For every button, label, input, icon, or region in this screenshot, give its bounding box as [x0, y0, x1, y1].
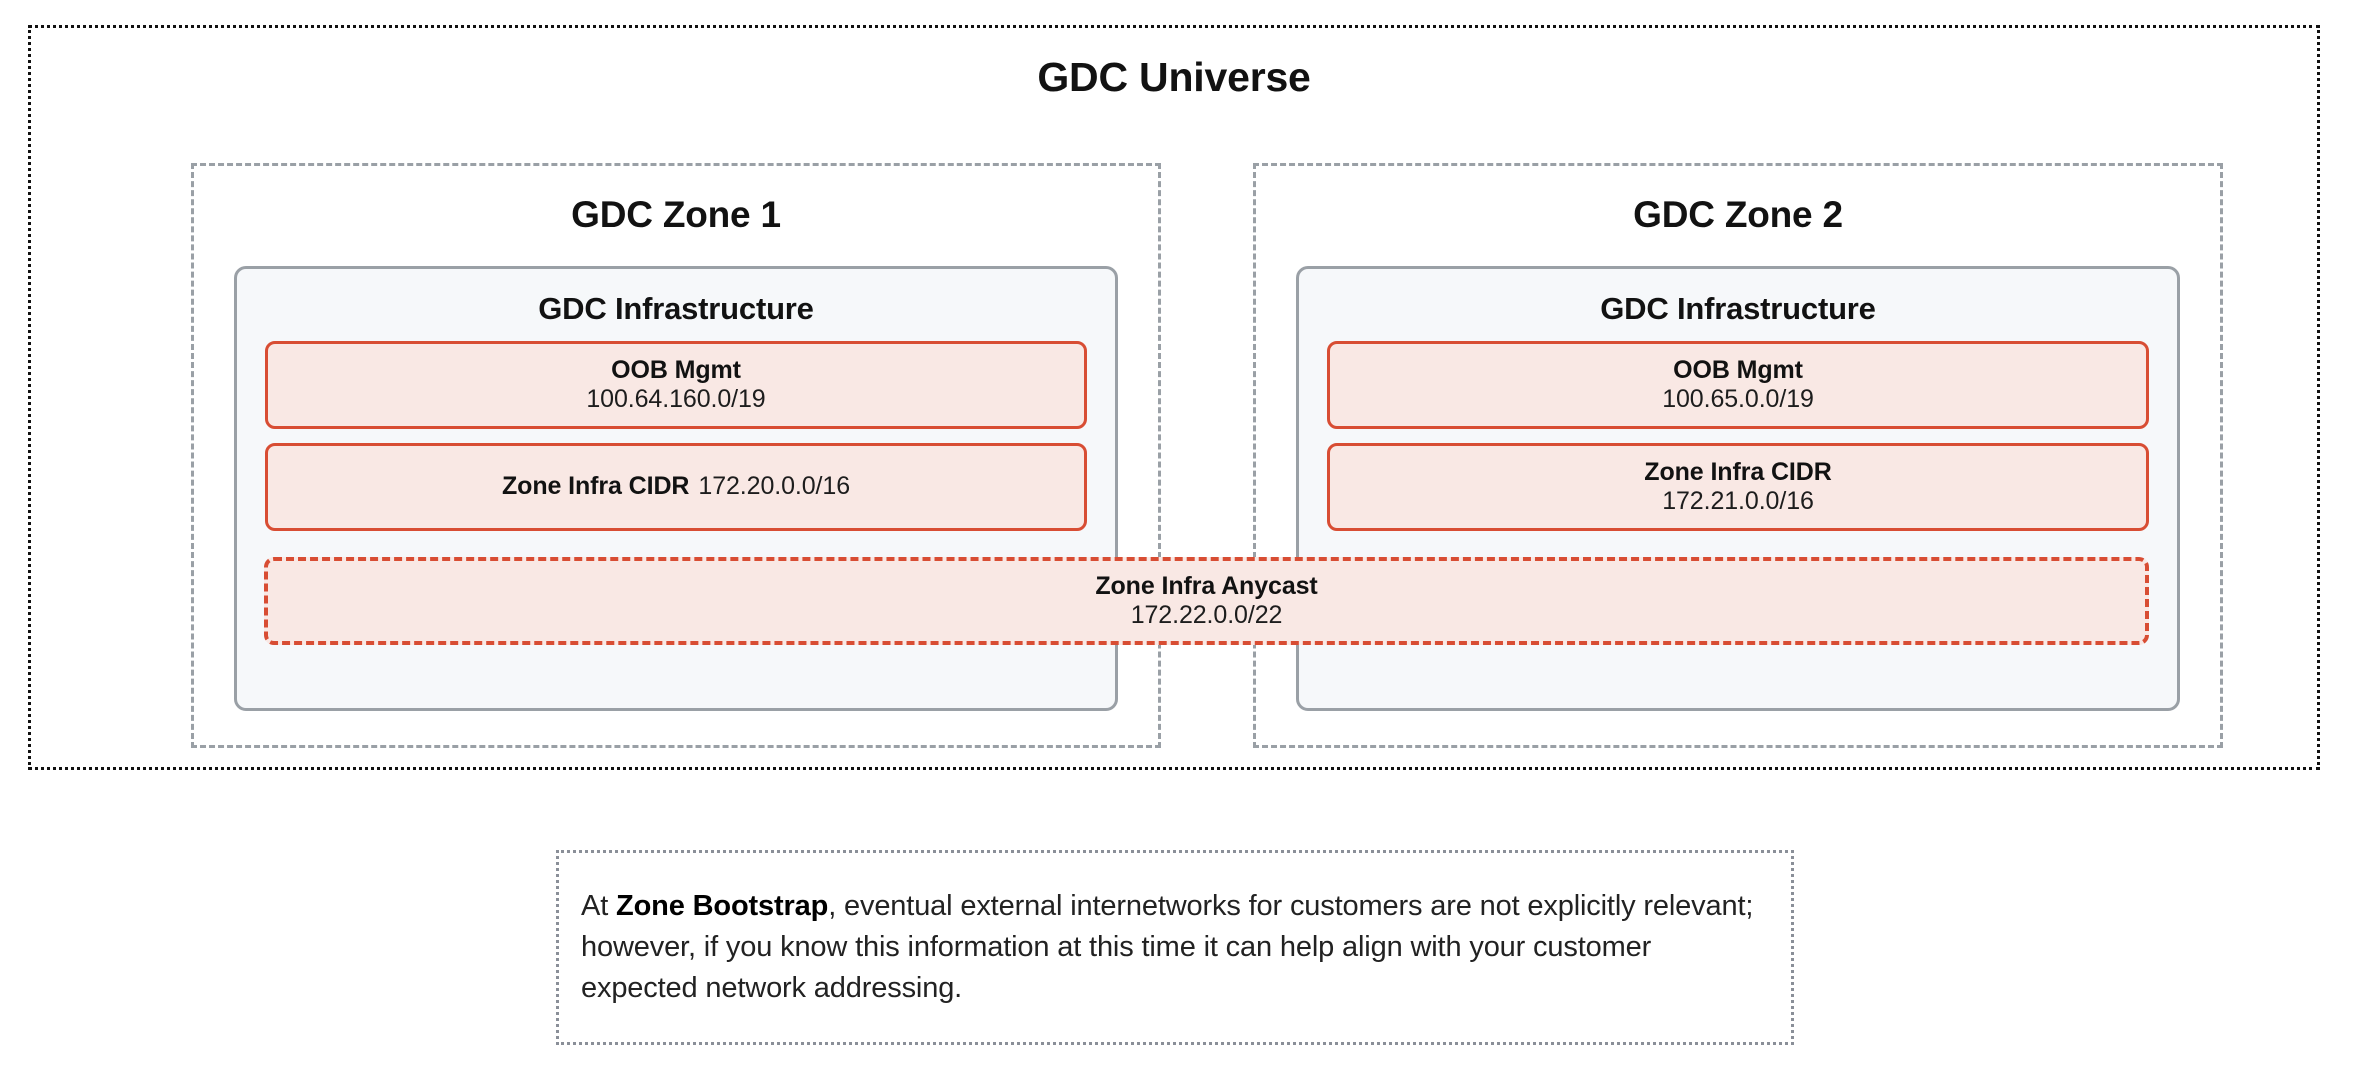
- zone-1-oob-mgmt-value: 100.64.160.0/19: [586, 385, 766, 413]
- note-lead-text: At: [581, 889, 617, 922]
- note-rest-text: , eventual external internetworks for cu…: [581, 889, 1754, 1005]
- zone-1-oob-mgmt-block: OOB Mgmt 100.64.160.0/19: [265, 341, 1087, 429]
- zone-infra-anycast-label: Zone Infra Anycast: [1095, 571, 1318, 600]
- bootstrap-note-text: At Zone Bootstrap, eventual external int…: [559, 886, 1791, 1010]
- zone-1-container: GDC Zone 1 GDC Infrastructure OOB Mgmt 1…: [191, 163, 1161, 748]
- zone-1-infrastructure-title: GDC Infrastructure: [538, 291, 814, 326]
- zone-1-infra-cidr-label: Zone Infra CIDR: [501, 472, 690, 501]
- zone-1-infra-cidr-block: Zone Infra CIDR 172.20.0.0/16: [265, 443, 1087, 531]
- zone-2-oob-mgmt-label: OOB Mgmt: [1673, 355, 1803, 384]
- zone-2-infra-cidr-label: Zone Infra CIDR: [1644, 457, 1832, 486]
- zone-infra-anycast-value: 172.22.0.0/22: [1130, 601, 1283, 629]
- zone-1-infra-cidr-value: 172.20.0.0/16: [698, 472, 851, 501]
- bootstrap-note-box: At Zone Bootstrap, eventual external int…: [556, 850, 1794, 1045]
- universe-title: GDC Universe: [1037, 54, 1311, 100]
- zone-infra-anycast-block: Zone Infra Anycast 172.22.0.0/22: [264, 557, 2149, 645]
- zone-2-infra-cidr-value: 172.21.0.0/16: [1662, 487, 1814, 515]
- zone-1-title: GDC Zone 1: [571, 194, 781, 235]
- zone-2-oob-mgmt-value: 100.65.0.0/19: [1662, 385, 1814, 413]
- zone-2-title: GDC Zone 2: [1633, 194, 1843, 235]
- zone-1-oob-mgmt-label: OOB Mgmt: [611, 355, 741, 384]
- zone-2-infrastructure-title: GDC Infrastructure: [1600, 291, 1876, 326]
- zone-2-container: GDC Zone 2 GDC Infrastructure OOB Mgmt 1…: [1253, 163, 2223, 748]
- zone-1-infra-cidr-inline-row: Zone Infra CIDR 172.20.0.0/16: [502, 472, 850, 502]
- note-bold-term: Zone Bootstrap: [616, 889, 829, 922]
- zone-2-infra-cidr-block: Zone Infra CIDR 172.21.0.0/16: [1327, 443, 2149, 531]
- zone-2-oob-mgmt-block: OOB Mgmt 100.65.0.0/19: [1327, 341, 2149, 429]
- gdc-universe-container: GDC Universe GDC Zone 1 GDC Infrastructu…: [28, 25, 2320, 770]
